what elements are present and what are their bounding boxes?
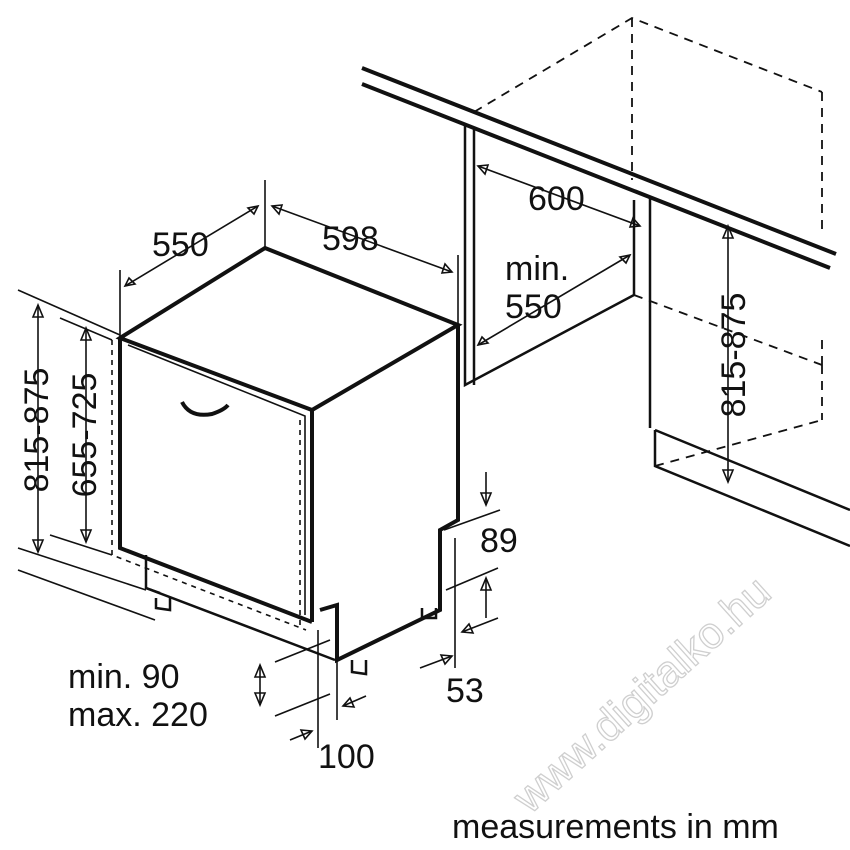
watermark: www.digitalko.hu: [503, 567, 780, 823]
dishwasher-body: [111, 245, 463, 676]
label-width: 598: [322, 220, 379, 258]
kitchen-niche: [361, 17, 850, 548]
label-depth-total: 550: [152, 226, 209, 264]
label-plinth-line1: min. 90: [68, 658, 180, 696]
label-niche-width: 600: [528, 180, 585, 218]
label-height-door: 655-725: [66, 373, 104, 498]
label-plinth-depth: 100: [318, 738, 375, 776]
label-height-total: 815-875: [18, 368, 56, 493]
label-niche-depth-line1: min.: [505, 250, 569, 288]
dimension-lines: [17, 164, 735, 748]
label-toe-kick-bottom: 53: [446, 672, 484, 710]
units-note: measurements in mm: [452, 808, 779, 846]
label-plinth-line2: max. 220: [68, 696, 208, 734]
label-toe-kick-top: 89: [480, 522, 518, 560]
label-niche-height: 815-875: [715, 293, 753, 418]
label-niche-depth-line2: 550: [505, 288, 562, 326]
